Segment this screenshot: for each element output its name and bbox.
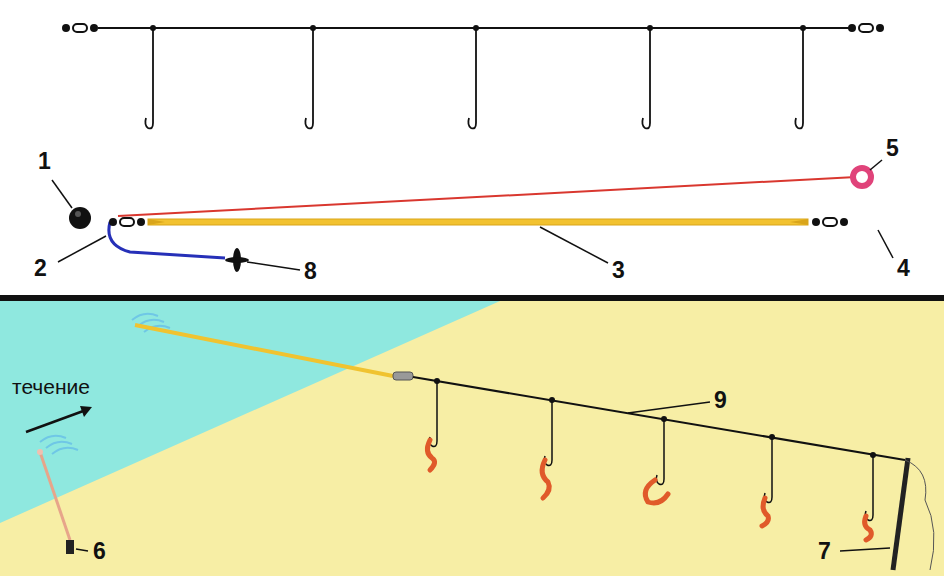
callout-number: 2 <box>34 257 47 280</box>
callout-number: 1 <box>38 150 51 173</box>
callout-number: 4 <box>897 257 910 280</box>
callout-number: 8 <box>304 260 317 283</box>
current-label: течение <box>12 376 90 397</box>
leader-lines <box>52 160 893 270</box>
callout-number: 7 <box>818 540 831 563</box>
divider <box>0 295 944 301</box>
river-scene <box>0 301 944 576</box>
callout-number: 9 <box>714 389 727 412</box>
callout-number: 5 <box>886 137 899 160</box>
callout-number: 3 <box>612 259 625 282</box>
middle-rig <box>69 168 871 272</box>
callout-number: 6 <box>93 540 106 563</box>
top-rig <box>62 24 884 128</box>
